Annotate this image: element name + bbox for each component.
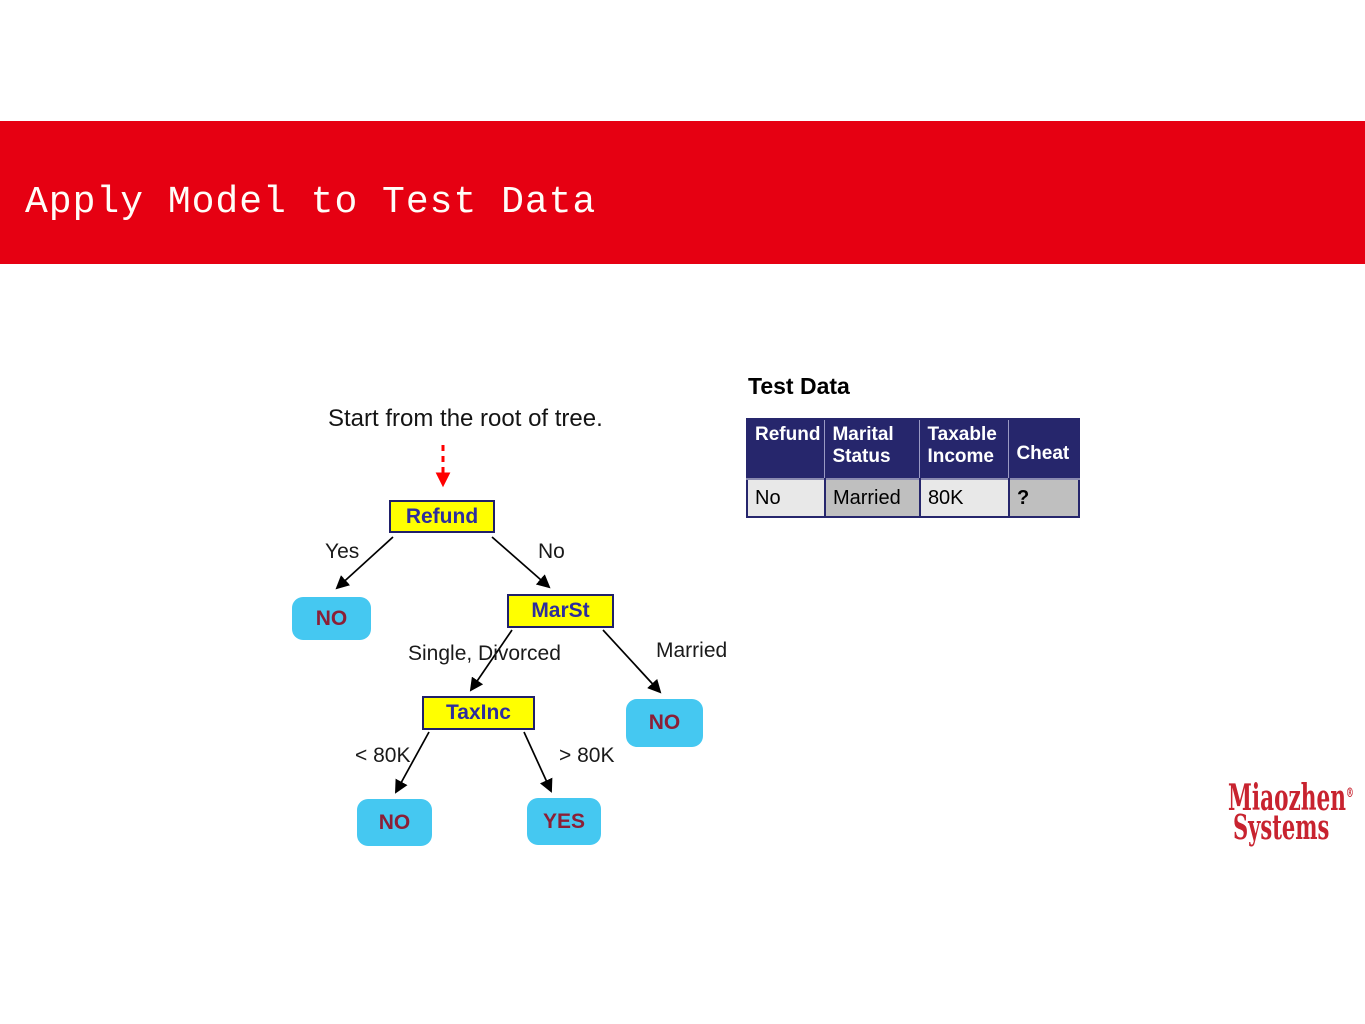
- test-data-table-wrap: Refund Marital Status Taxable Income Che…: [746, 418, 1080, 518]
- registered-trademark-icon: ®: [1345, 786, 1354, 801]
- logo-line-2: Systems: [1233, 810, 1356, 845]
- edge-label-yes: Yes: [325, 540, 360, 563]
- column-header-refund: Refund: [747, 419, 826, 479]
- tree-leaf-no-refund-yes: NO: [292, 597, 371, 640]
- test-data-heading: Test Data: [748, 373, 850, 399]
- column-header-taxable-income: Taxable Income: [919, 419, 1010, 479]
- cell-cheat: ?: [1008, 478, 1079, 517]
- edge-label-single-divorced: Single, Divorced: [408, 642, 561, 665]
- table-row: No Married 80K ?: [747, 478, 1079, 517]
- cell-refund: No: [747, 478, 826, 517]
- edge-label-no: No: [538, 540, 565, 563]
- tree-leaf-no-married: NO: [626, 699, 703, 747]
- test-data-body: No Married 80K ?: [747, 478, 1079, 517]
- slide-title: Apply Model to Test Data: [25, 181, 597, 224]
- edge-label-lt80k: < 80K: [355, 744, 411, 767]
- cell-taxable-income: 80K: [919, 478, 1010, 517]
- tree-leaf-no-lt80k: NO: [357, 799, 432, 846]
- tree-node-refund: Refund: [389, 500, 495, 533]
- edge-taxinc-gt80k: [523, 731, 553, 793]
- test-data-table: Refund Marital Status Taxable Income Che…: [746, 418, 1080, 518]
- tree-node-marst: MarSt: [507, 594, 614, 628]
- column-header-marital-status: Marital Status: [824, 419, 921, 479]
- edge-label-married: Married: [656, 639, 728, 662]
- tree-node-taxinc: TaxInc: [422, 696, 535, 730]
- miaozhen-systems-logo: Miaozhen® Systems: [1228, 780, 1365, 845]
- cell-marital-status: Married: [824, 478, 921, 517]
- logo-miaozhen-text: Miaozhen: [1228, 777, 1346, 819]
- tree-leaf-yes-gt80k: YES: [527, 798, 601, 845]
- tree-annotation: Start from the root of tree.: [328, 405, 603, 432]
- edge-marst-married: [602, 629, 662, 694]
- title-banner: Apply Model to Test Data: [0, 121, 1365, 264]
- edge-label-gt80k: > 80K: [559, 744, 615, 767]
- table-header-row: Refund Marital Status Taxable Income Che…: [747, 419, 1079, 479]
- logo-systems-text: Systems: [1233, 807, 1330, 849]
- test-data-header: Refund Marital Status Taxable Income Che…: [747, 419, 1079, 479]
- logo-line-1: Miaozhen®: [1228, 780, 1354, 816]
- column-header-cheat: Cheat: [1008, 419, 1079, 479]
